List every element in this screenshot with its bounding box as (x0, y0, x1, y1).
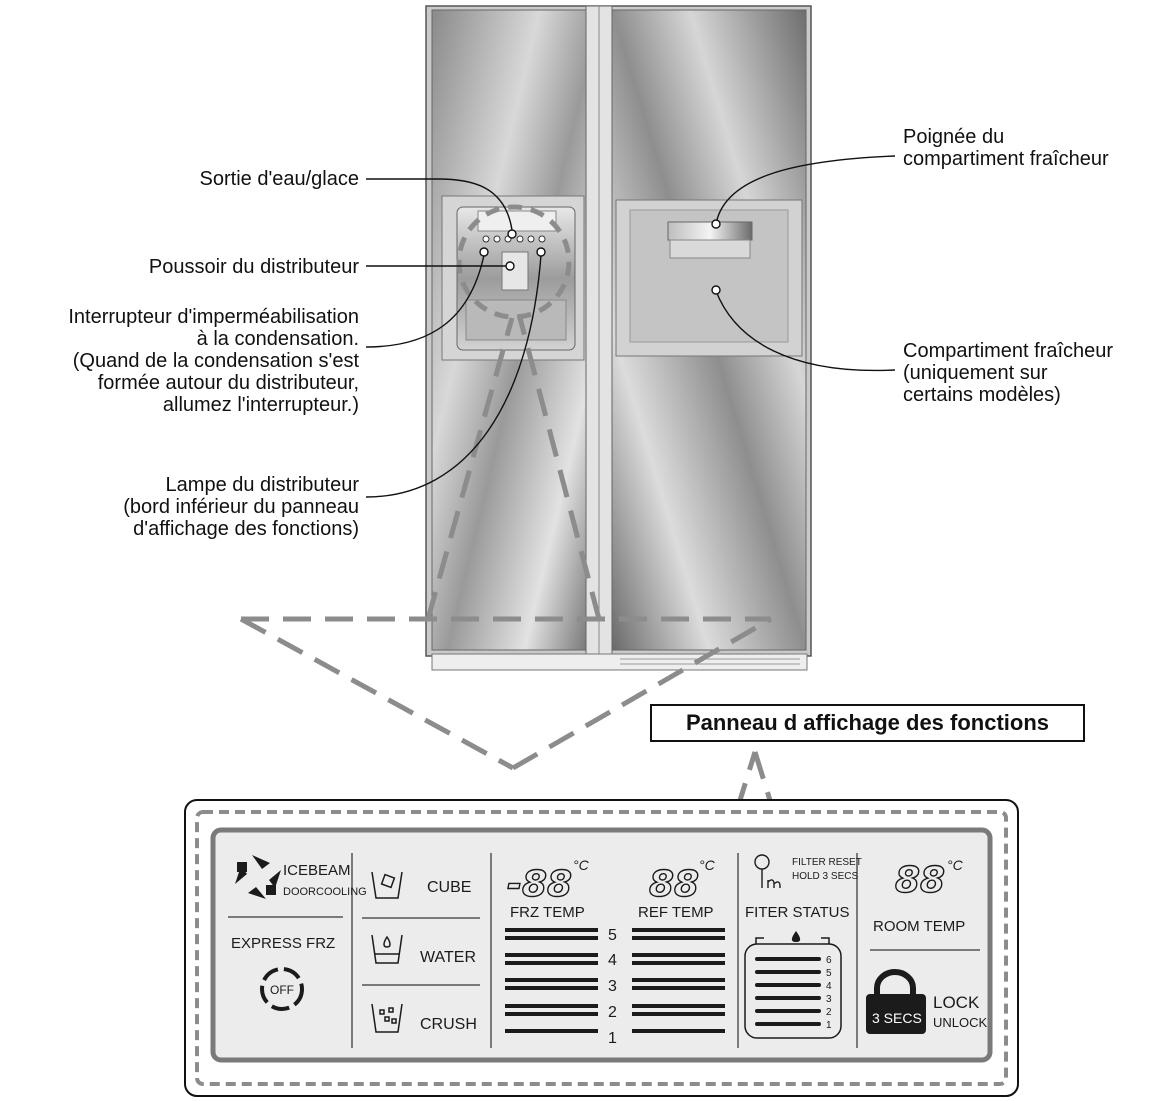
express-frz-icon: OFF (260, 967, 304, 1011)
frz-level-bars (505, 928, 598, 1033)
filter-status-label: FITER STATUS (745, 904, 849, 921)
callout-condensation-switch: Interrupteur d'imperméabilisation à la c… (68, 306, 359, 416)
level-number: 2 (608, 1004, 617, 1021)
three-secs-label: 3 SECS (872, 1010, 922, 1026)
unlock-label: UNLOCK (933, 1015, 988, 1030)
leader-lines (365, 155, 896, 498)
lock-label: LOCK (933, 993, 980, 1012)
doorcooling-label: DOORCOOLING (283, 886, 367, 898)
level-number: 1 (608, 1030, 617, 1047)
panel-title: Panneau d affichage des fonctions (650, 704, 1085, 742)
refrigerator (425, 5, 812, 671)
crush-cup-icon (371, 1003, 403, 1033)
level-number: 3 (608, 978, 617, 995)
filter-gauge (744, 931, 842, 1039)
level-number: 5 (608, 927, 617, 944)
filter-level-number: 2 (826, 1007, 832, 1018)
zoom-circle (456, 204, 572, 320)
function-panel: ICEBEAM DOORCOOLING EXPRESS FRZ OFF CUBE… (184, 799, 1019, 1097)
frz-temp-unit: °C (573, 857, 590, 873)
icebeam-icon (235, 855, 281, 899)
frz-temp-digits: -88 (507, 864, 572, 905)
cube-cup-icon (371, 871, 403, 899)
off-label: OFF (270, 983, 294, 997)
ref-level-bars (632, 928, 725, 1033)
callout-compartment: Compartiment fraîcheur (uniquement sur c… (903, 340, 1114, 406)
room-temp-digits: 88 (895, 860, 945, 901)
callout-handle: Poignée du compartiment fraîcheur (903, 126, 1109, 170)
water-drop-icon (791, 931, 801, 942)
water-label: WATER (420, 949, 476, 966)
ref-temp-unit: °C (699, 857, 716, 873)
lock-icon (866, 969, 926, 1034)
filter-level-number: 4 (826, 981, 832, 992)
ref-temp-digits: 88 (649, 864, 699, 905)
frz-temp-label: FRZ TEMP (510, 904, 585, 921)
cube-label: CUBE (427, 879, 471, 896)
ref-temp-label: REF TEMP (638, 904, 714, 921)
water-cup-icon (371, 934, 403, 964)
filter-reset-label: FILTER RESET (792, 857, 862, 868)
filter-level-number: 3 (826, 994, 832, 1005)
filter-level-number: 1 (826, 1020, 832, 1031)
level-number: 4 (608, 952, 617, 969)
callout-dispenser-lamp: Lampe du distributeur (bord inférieur du… (123, 474, 359, 540)
filter-level-number: 6 (826, 955, 832, 966)
callout-dispenser-lever: Poussoir du distributeur (148, 256, 359, 278)
express-frz-label: EXPRESS FRZ (231, 935, 335, 952)
room-temp-label: ROOM TEMP (873, 918, 965, 935)
leader-dots (479, 219, 721, 295)
room-temp-unit: °C (947, 857, 964, 873)
zoom-cone (239, 317, 776, 811)
hold-3secs-label: HOLD 3 SECS (792, 871, 858, 882)
filter-level-number: 5 (826, 968, 832, 979)
callout-water-outlet: Sortie d'eau/glace (199, 168, 359, 190)
crush-label: CRUSH (420, 1016, 477, 1033)
icebeam-label: ICEBEAM (283, 862, 351, 879)
filter-reset-icon (754, 854, 781, 888)
